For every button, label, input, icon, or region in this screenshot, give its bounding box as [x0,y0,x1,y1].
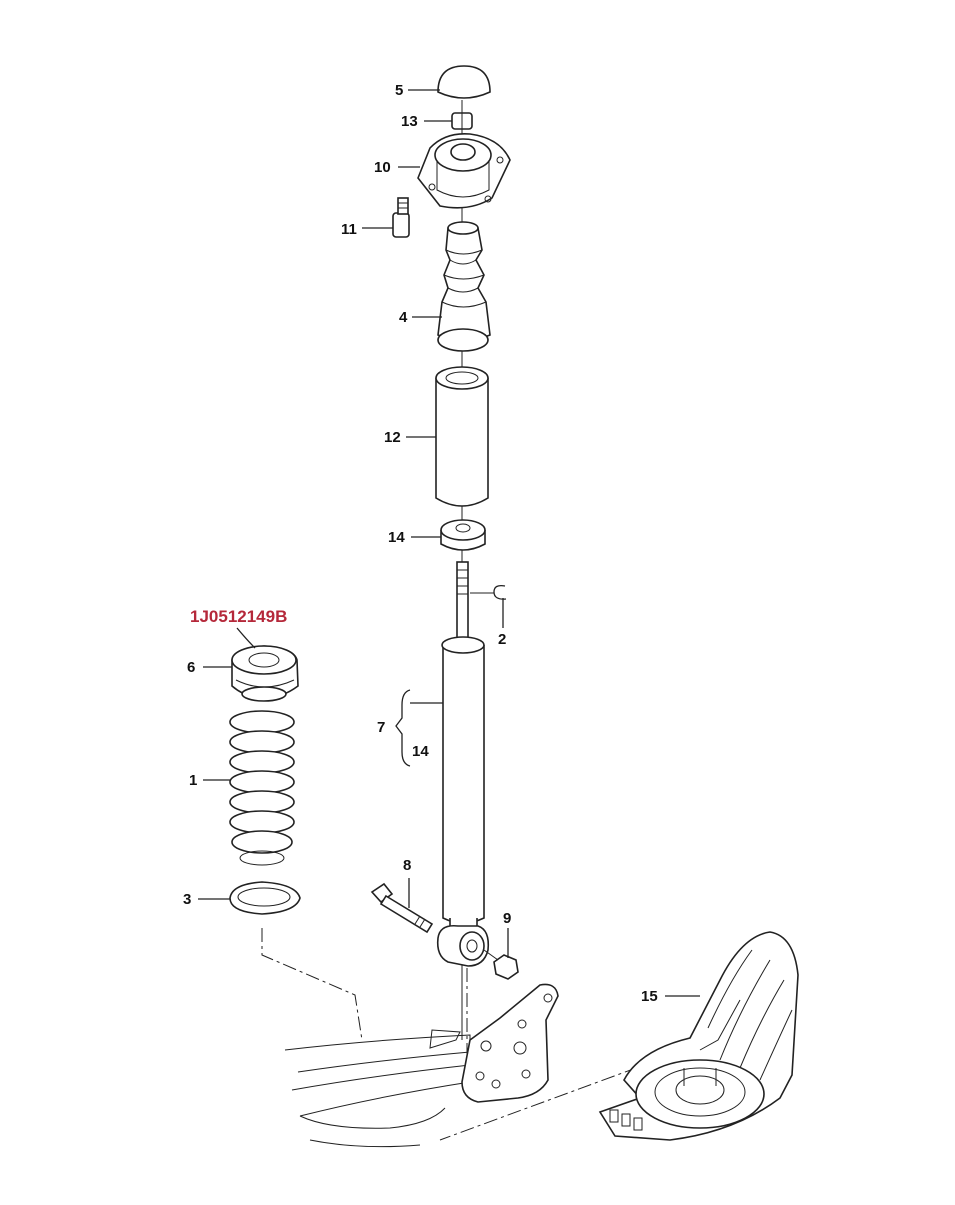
mount-icon [417,132,511,209]
leader-part-number [236,627,256,649]
callout-15: 15 [641,988,658,1005]
lower-bolt-icon [370,882,434,934]
callout-2: 2 [498,631,507,648]
callout-14-bushing: 14 [388,529,405,546]
spring-seat-icon [231,645,299,702]
bump-stop-icon [437,221,491,352]
axle-beam-icon [284,983,559,1148]
callout-3: 3 [183,891,192,908]
callout-13: 13 [401,113,418,130]
mount-bolt-icon [392,197,410,238]
callout-9: 9 [503,910,512,927]
spring-icon [229,710,295,866]
callout-6: 6 [187,659,196,676]
callout-11: 11 [341,221,357,238]
circlip-icon [470,584,507,600]
damper-icon [436,561,490,967]
bracket-7-14 [395,689,411,767]
callout-7: 7 [377,719,386,736]
callout-8: 8 [403,857,412,874]
callout-4: 4 [399,309,408,326]
part-number-label: 1J0512149B [190,607,288,626]
callout-14-damper: 14 [412,743,429,760]
nut-icon [451,112,473,130]
callout-1: 1 [189,772,198,789]
callout-10: 10 [374,159,391,176]
callout-12: 12 [384,429,401,446]
protection-tube-icon [435,366,489,507]
cover-icon [598,931,799,1141]
dust-cap-icon [437,65,491,99]
lower-nut-icon [483,949,519,980]
bushing-icon [440,519,486,551]
callout-5: 5 [395,82,404,99]
lower-spring-seat-icon [229,881,301,915]
spring-alignment-line [261,928,363,1041]
